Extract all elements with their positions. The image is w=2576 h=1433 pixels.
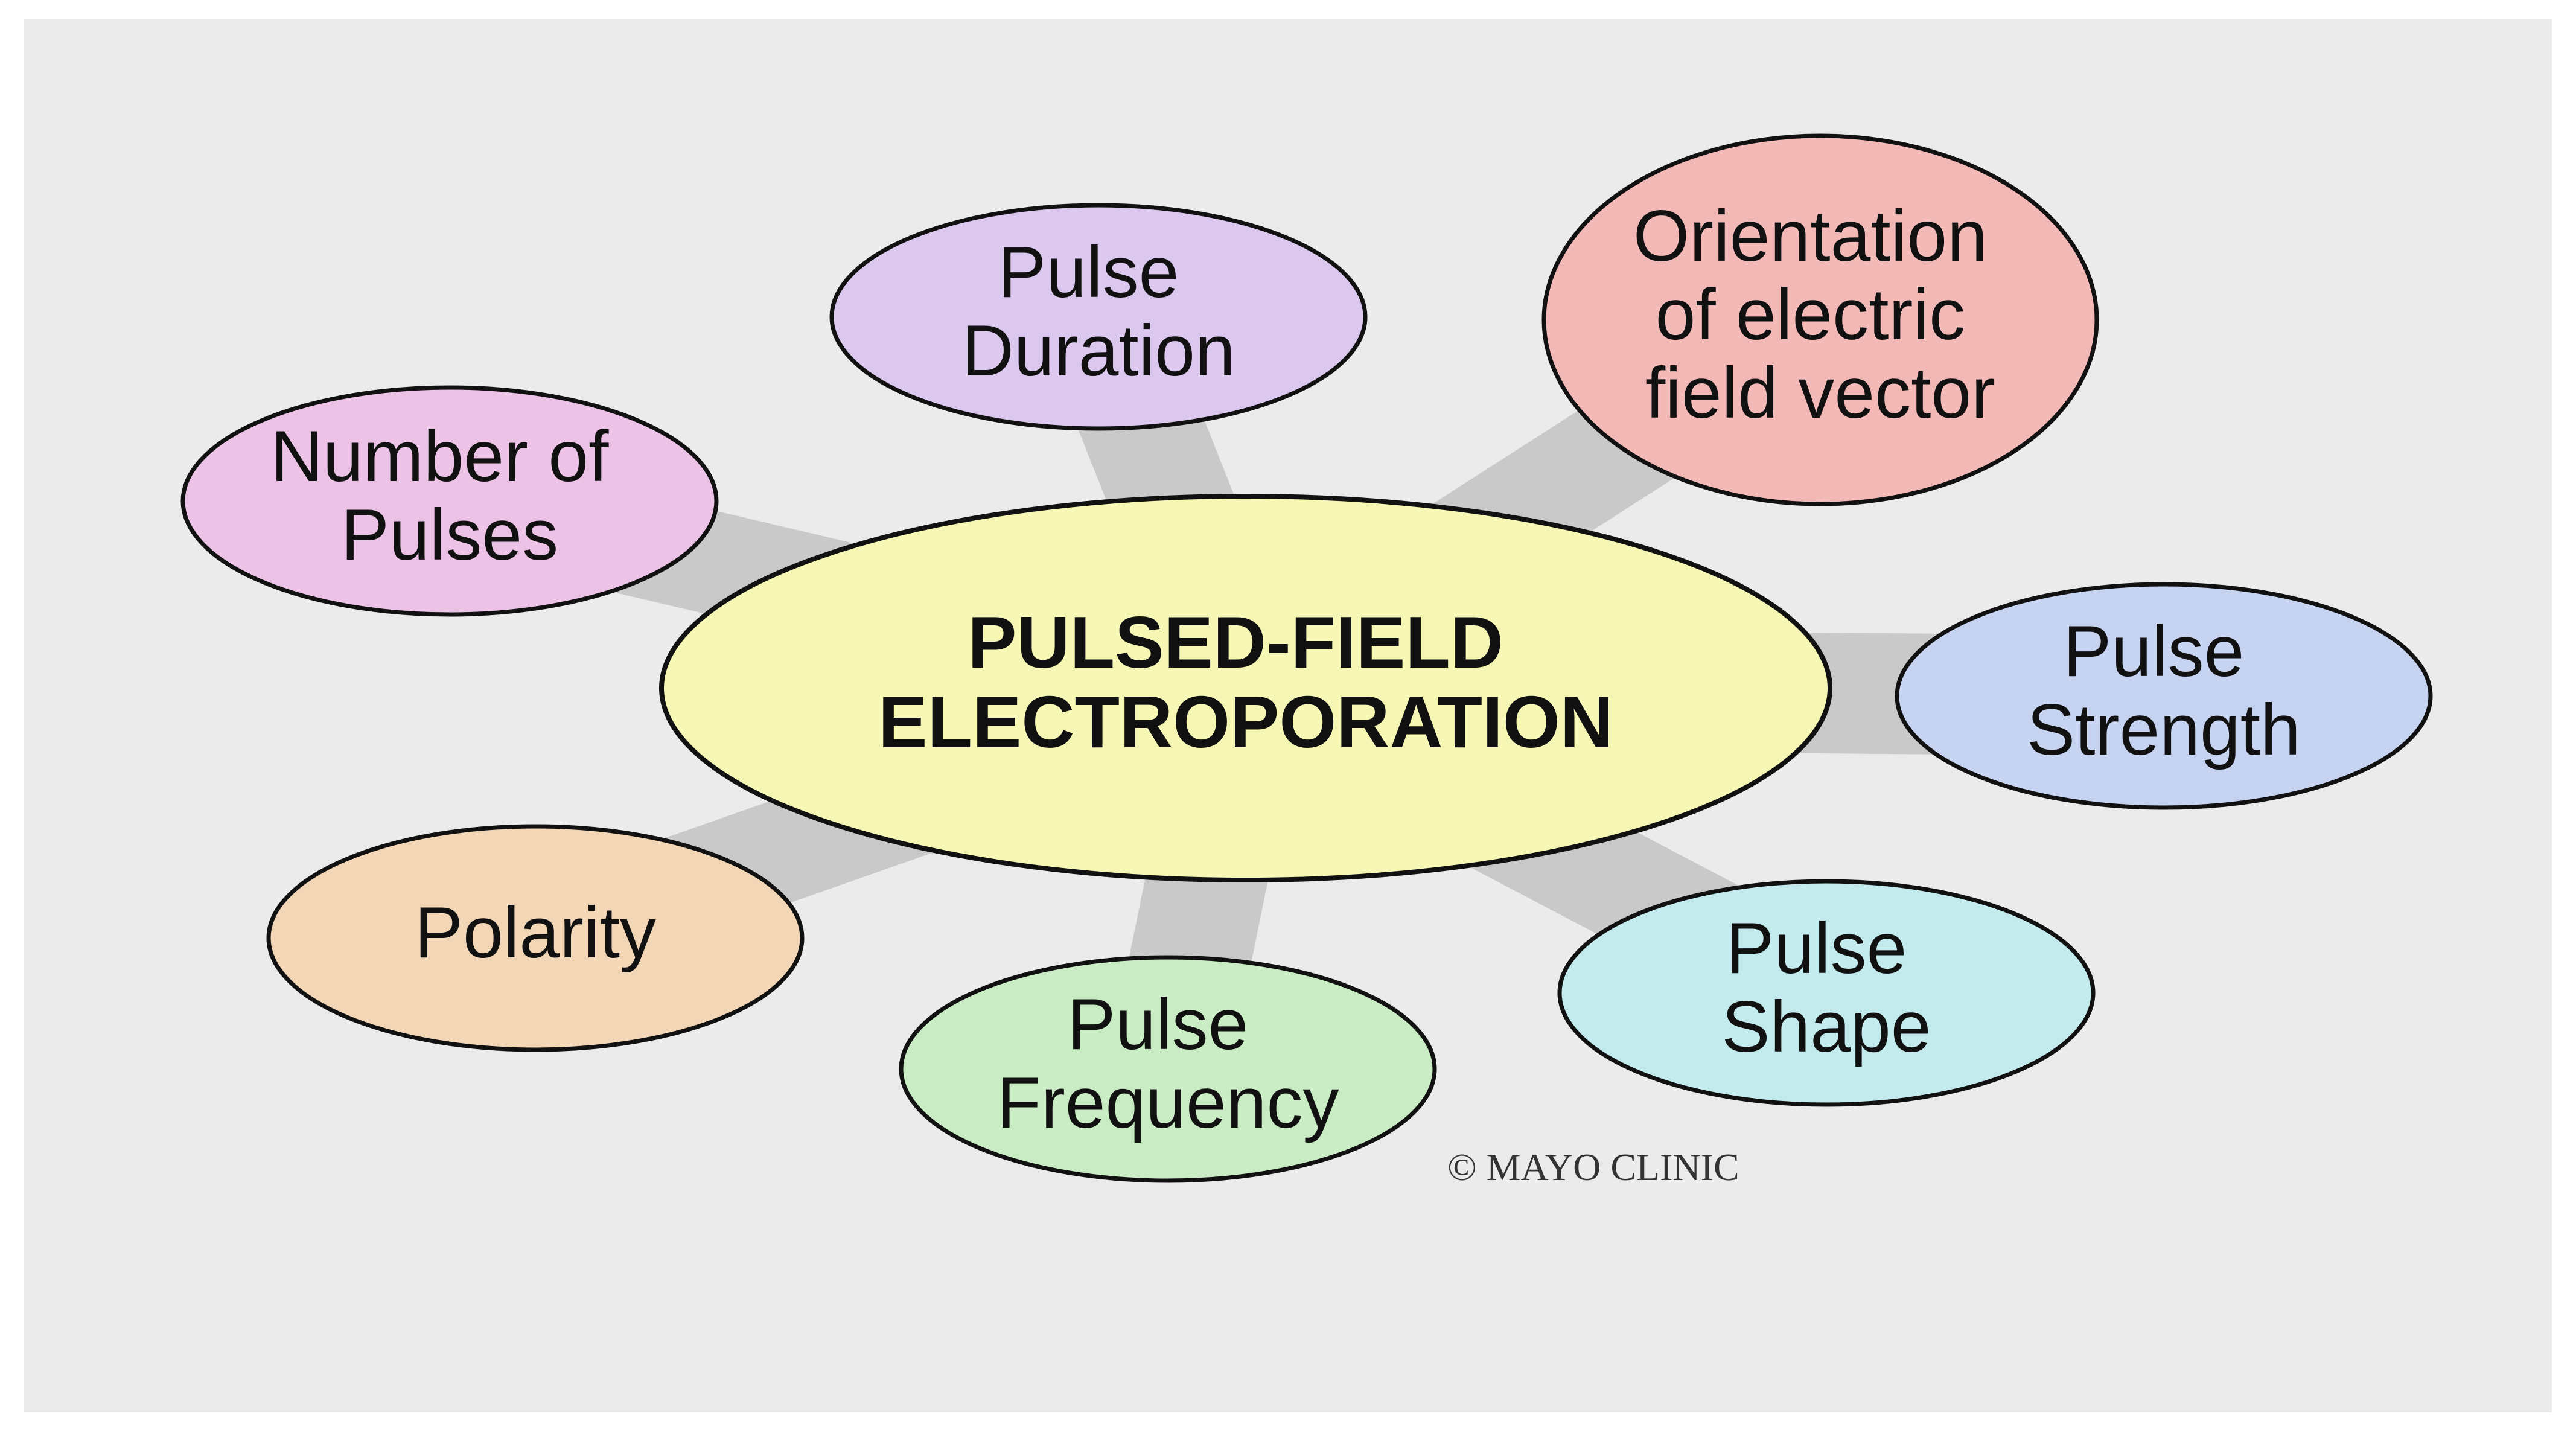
node-label-line: Pulse	[2063, 611, 2244, 692]
node-label-line: Pulse	[998, 232, 1179, 313]
node-label-line: Orientation	[1633, 196, 1988, 276]
node-pulse-duration: Pulse Duration	[829, 203, 1368, 431]
center-label-line: PULSED-FIELD	[968, 601, 1503, 683]
node-ellipse	[1541, 133, 2099, 506]
node-label: Pulse Duration	[961, 232, 1235, 391]
node-label-line: Number of	[270, 416, 609, 497]
node-pulse-frequency: Pulse Frequency	[899, 955, 1437, 1183]
node-label: Number of Pulses	[270, 416, 629, 575]
node-label-line: Pulse	[1726, 908, 1907, 989]
copyright-notice: © MAYO CLINIC	[1447, 1146, 1739, 1189]
node-label: Pulse Shape	[1722, 908, 1931, 1067]
node-orientation-of-electric-field-vector: Orientation of electric field vector	[1541, 133, 2099, 506]
node-label-line: Pulse	[1067, 984, 1248, 1065]
node-ellipse	[1895, 582, 2433, 810]
node-polarity: Polarity	[266, 824, 805, 1052]
node-ellipse	[180, 385, 719, 617]
center-label-line: ELECTROPORATION	[878, 681, 1613, 763]
node-label: Pulse Frequency	[997, 984, 1339, 1143]
node-label: Polarity	[415, 892, 656, 973]
node-label-line: field vector	[1645, 353, 1995, 433]
node-label: Pulse Strength	[2027, 611, 2301, 770]
node-label-line: Duration	[961, 310, 1235, 391]
node-label: Orientation of electric field vector	[1633, 196, 2007, 433]
node-ellipse	[829, 203, 1368, 431]
node-label-line: Frequency	[997, 1062, 1339, 1143]
node-label-line: Pulses	[341, 494, 558, 575]
node-number-of-pulses: Number of Pulses	[180, 385, 719, 617]
node-label-line: Polarity	[415, 892, 656, 973]
node-ellipse	[899, 955, 1437, 1183]
node-label-line: Strength	[2027, 689, 2301, 770]
center-ellipse	[659, 494, 1832, 882]
node-ellipse	[266, 824, 805, 1052]
node-pulse-strength: Pulse Strength	[1895, 582, 2433, 810]
center-node: PULSED-FIELD ELECTROPORATION	[659, 494, 1832, 882]
center-label: PULSED-FIELD ELECTROPORATION	[878, 601, 1613, 763]
node-pulse-shape: Pulse Shape	[1557, 879, 2096, 1107]
node-label-line: of electric	[1656, 274, 1966, 355]
node-ellipse	[1557, 879, 2096, 1107]
node-label-line: Shape	[1722, 986, 1931, 1067]
